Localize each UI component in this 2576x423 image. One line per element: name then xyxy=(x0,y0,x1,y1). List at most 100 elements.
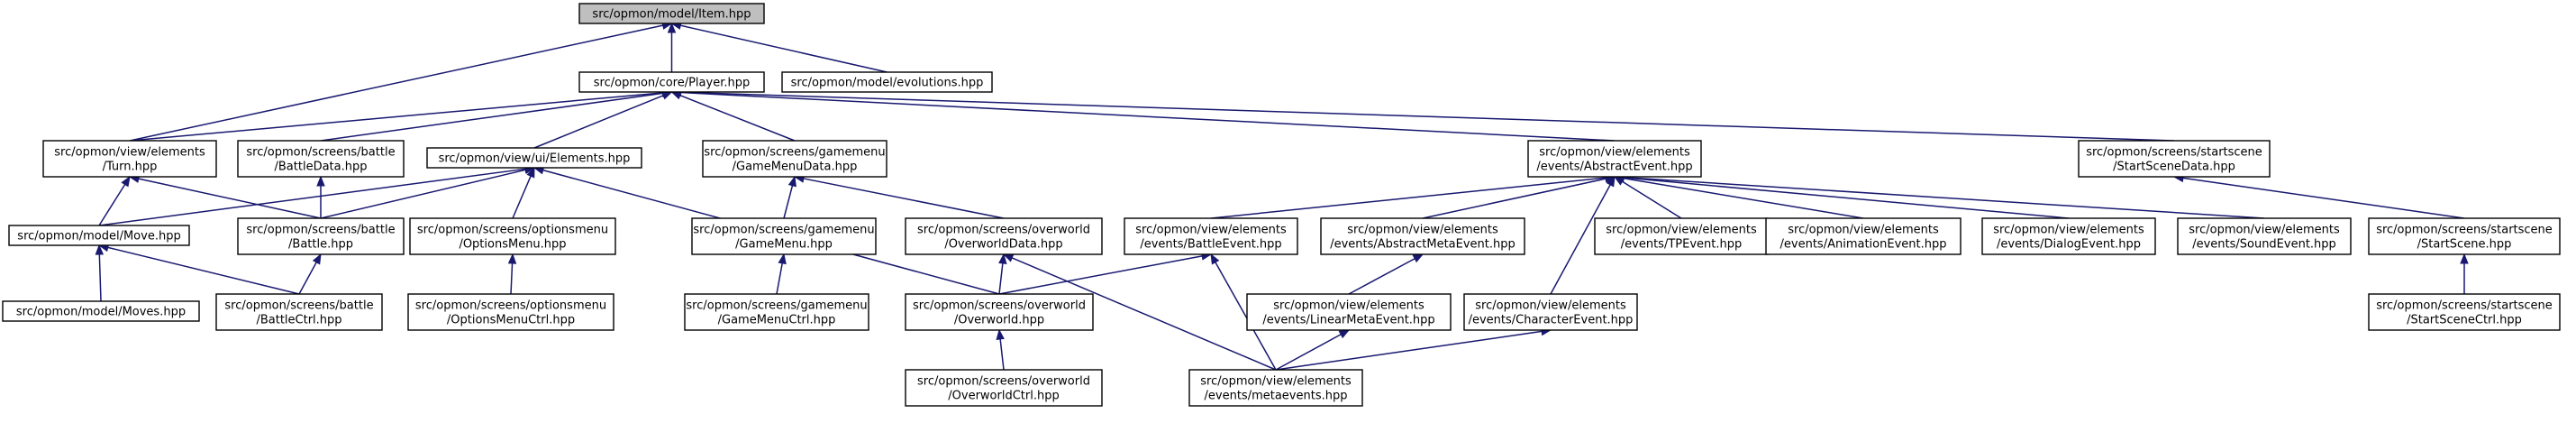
node-label: /Battle.hpp xyxy=(288,238,353,252)
edge-line xyxy=(680,91,1616,142)
edge-line xyxy=(1011,257,1277,371)
arrowhead xyxy=(998,253,1007,264)
node-evolutions[interactable]: src/opmon/model/evolutions.hpp xyxy=(781,71,993,93)
node-dialogevent[interactable]: src/opmon/view/elements/events/DialogEve… xyxy=(1981,217,2156,255)
edge-line xyxy=(776,262,783,295)
edge-startscenectrl-to-startscene xyxy=(2460,253,2469,294)
node-label: /StartSceneData.hpp xyxy=(2113,161,2235,174)
arrowhead xyxy=(1412,253,1425,263)
node-box xyxy=(1463,293,1638,331)
node-move[interactable]: src/opmon/model/Move.hpp xyxy=(8,225,190,246)
edge-battleevent-to-abstractevent xyxy=(1210,173,1616,219)
edge-characterevent-to-abstractevent xyxy=(1550,175,1616,295)
node-startscene[interactable]: src/opmon/screens/startscene/StartScene.… xyxy=(2368,217,2561,255)
node-box xyxy=(905,369,1103,407)
node-label: /events/DialogEvent.hpp xyxy=(1997,238,2141,252)
node-linearmetaevent[interactable]: src/opmon/view/elements/events/LinearMet… xyxy=(1246,293,1452,331)
edge-line xyxy=(533,95,664,149)
node-battlectrl[interactable]: src/opmon/screens/battle/BattleCtrl.hpp xyxy=(215,293,383,331)
node-label: /OptionsMenu.hpp xyxy=(459,238,566,252)
edge-line xyxy=(999,338,1005,371)
node-label: /Turn.hpp xyxy=(103,161,158,174)
edge-line xyxy=(1215,262,1277,371)
node-label: src/opmon/screens/overworld xyxy=(917,375,1090,389)
node-label: /events/TPEvent.hpp xyxy=(1621,238,1742,252)
edge-line xyxy=(1550,184,1611,295)
node-label: src/opmon/screens/optionsmenu xyxy=(417,224,608,237)
node-label: /OverworldData.hpp xyxy=(944,238,1062,252)
edge-line xyxy=(998,262,1004,295)
node-label: src/opmon/screens/overworld xyxy=(913,299,1086,313)
node-label: src/opmon/view/elements xyxy=(1539,146,1690,160)
node-label: src/opmon/view/elements xyxy=(54,146,205,160)
node-label: src/opmon/screens/battle xyxy=(246,146,395,160)
node-startscenedata[interactable]: src/opmon/screens/startscene/StartSceneD… xyxy=(2078,140,2271,178)
node-label: src/opmon/view/elements xyxy=(2189,224,2340,237)
nodes-layer: src/opmon/model/Item.hppsrc/opmon/core/P… xyxy=(2,3,2561,407)
node-label: src/opmon/screens/optionsmenu xyxy=(415,299,606,313)
arrowhead xyxy=(996,328,1005,340)
node-box xyxy=(1594,217,1769,255)
node-tpevent[interactable]: src/opmon/view/elements/events/TPEvent.h… xyxy=(1594,217,1769,255)
arrowhead xyxy=(312,253,322,265)
node-metaevents[interactable]: src/opmon/view/elements/events/metaevent… xyxy=(1188,369,1363,407)
node-battleevent[interactable]: src/opmon/view/elements/events/BattleEve… xyxy=(1124,217,1298,255)
node-label: src/opmon/model/evolutions.hpp xyxy=(791,77,984,90)
edge-linearmetaevent-to-abstractmetaevent xyxy=(1348,253,1425,295)
edge-line xyxy=(998,255,1203,295)
node-gamemenu[interactable]: src/opmon/screens/gamemenu/GameMenu.hpp xyxy=(691,217,877,255)
edge-overworld-to-battleevent xyxy=(998,252,1213,295)
node-label: /OptionsMenuCtrl.hpp xyxy=(447,314,575,327)
edge-move-to-turn xyxy=(98,175,131,226)
node-startscenectrl[interactable]: src/opmon/screens/startscene/StartSceneC… xyxy=(2368,293,2561,331)
node-animationevent[interactable]: src/opmon/view/elements/events/Animation… xyxy=(1765,217,1962,255)
node-turn[interactable]: src/opmon/view/elements/Turn.hpp xyxy=(42,140,217,178)
node-box xyxy=(1320,217,1525,255)
node-gamemenudata[interactable]: src/opmon/screens/gamemenu/GameMenuData.… xyxy=(702,140,887,178)
node-optionsmenu[interactable]: src/opmon/screens/optionsmenu/OptionsMen… xyxy=(409,217,616,255)
edge-metaevents-to-overworlddata xyxy=(1002,253,1277,371)
node-characterevent[interactable]: src/opmon/view/elements/events/Character… xyxy=(1463,293,1638,331)
edge-line xyxy=(680,24,887,73)
node-label: /events/AbstractMetaEvent.hpp xyxy=(1330,238,1516,252)
node-overworldctrl[interactable]: src/opmon/screens/overworld/OverworldCtr… xyxy=(905,369,1103,407)
node-gamemenuctrl[interactable]: src/opmon/screens/gamemenu/GameMenuCtrl.… xyxy=(684,293,869,331)
edge-line xyxy=(98,168,526,226)
node-player[interactable]: src/opmon/core/Player.hpp xyxy=(578,71,765,93)
node-label: /events/AbstractEvent.hpp xyxy=(1536,161,1692,174)
edge-evolutions-to-item xyxy=(670,21,887,73)
edge-gamemenuctrl-to-gamemenu xyxy=(776,253,787,295)
node-label: /StartSceneCtrl.hpp xyxy=(2407,314,2522,327)
node-label: src/opmon/screens/battle xyxy=(246,224,395,237)
node-label: src/opmon/model/Moves.hpp xyxy=(16,306,186,319)
node-abstractevent[interactable]: src/opmon/view/elements/events/AbstractE… xyxy=(1527,140,1702,178)
edge-overworldctrl-to-overworld xyxy=(996,328,1005,371)
edge-line xyxy=(679,94,796,142)
node-label: src/opmon/screens/gamemenu xyxy=(704,146,885,160)
arrowhead xyxy=(507,253,517,264)
node-battle[interactable]: src/opmon/screens/battle/Battle.hpp xyxy=(237,217,405,255)
node-optionsmenuctrl[interactable]: src/opmon/screens/optionsmenu/OptionsMen… xyxy=(407,293,614,331)
arrowhead xyxy=(2460,253,2469,264)
node-abstractmetaevent[interactable]: src/opmon/view/elements/events/AbstractM… xyxy=(1320,217,1525,255)
node-battledata[interactable]: src/opmon/screens/battle/BattleData.hpp xyxy=(237,140,405,178)
node-overworld[interactable]: src/opmon/screens/overworld/Overworld.hp… xyxy=(905,293,1094,331)
arrowhead xyxy=(121,175,131,188)
node-box xyxy=(42,140,217,178)
node-box xyxy=(578,3,765,24)
node-box xyxy=(905,293,1094,331)
edge-startscene-to-startscenedata xyxy=(2172,173,2465,219)
node-label: src/opmon/view/elements xyxy=(1200,375,1352,389)
node-soundevent[interactable]: src/opmon/view/elements/events/SoundEven… xyxy=(2177,217,2352,255)
node-box xyxy=(2177,217,2352,255)
node-elements[interactable]: src/opmon/view/ui/Elements.hpp xyxy=(426,147,642,169)
node-box xyxy=(702,140,887,178)
arrowhead xyxy=(1338,329,1351,339)
arrowhead xyxy=(526,166,535,179)
node-box xyxy=(578,71,765,93)
node-overworlddata[interactable]: src/opmon/screens/overworld/OverworldDat… xyxy=(905,217,1103,255)
node-label: /events/SoundEvent.hpp xyxy=(2192,238,2336,252)
node-label: src/opmon/view/elements xyxy=(1135,224,1287,237)
node-moves[interactable]: src/opmon/model/Moves.hpp xyxy=(2,300,200,322)
node-label: /StartScene.hpp xyxy=(2417,238,2512,252)
